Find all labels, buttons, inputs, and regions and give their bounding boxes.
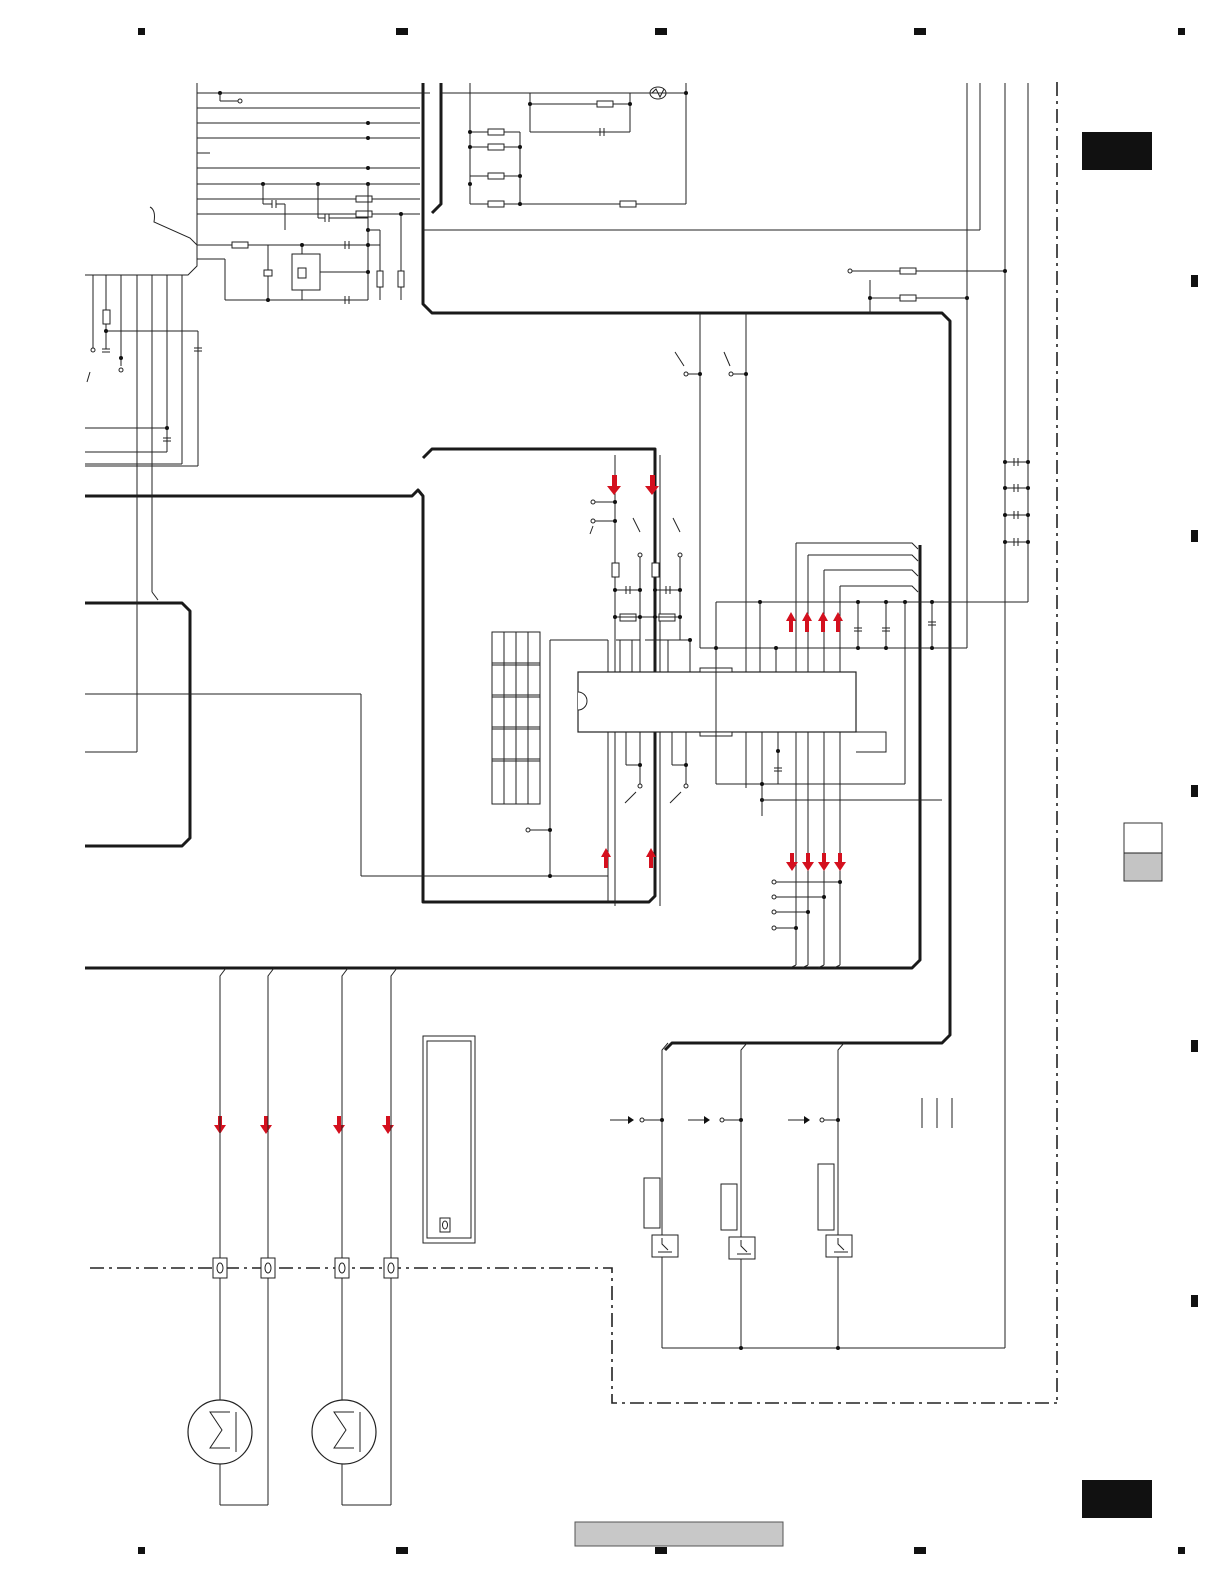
resistor-r7 xyxy=(597,101,613,107)
reg-mark-top-2 xyxy=(396,28,408,35)
arrow-pointer xyxy=(688,1116,710,1124)
reg-mark-top-3 xyxy=(655,28,667,35)
reg-mark-bottom-4 xyxy=(914,1547,926,1554)
reg-mark-right-2 xyxy=(1191,530,1198,542)
signal-arrow xyxy=(833,612,843,632)
bus-lines xyxy=(85,83,950,1050)
signal-arrow xyxy=(601,848,611,868)
reg-mark-right-1 xyxy=(1191,275,1198,287)
signal-arrow xyxy=(645,475,659,495)
reg-mark-bottom-5 xyxy=(1178,1547,1185,1554)
resistor-r13 xyxy=(900,268,916,274)
resistor-r9 xyxy=(488,144,504,150)
top-resistor-network xyxy=(441,83,688,207)
section-indicator xyxy=(1124,823,1162,881)
board-boundary xyxy=(90,82,1057,1403)
connector-left-pins xyxy=(85,83,430,275)
resistor-r16 xyxy=(652,563,659,577)
resistor-r3 xyxy=(356,211,372,217)
oscillator-section xyxy=(225,184,404,304)
switch-body xyxy=(644,1178,660,1228)
pin-table xyxy=(492,632,540,804)
ic-body xyxy=(578,672,856,732)
resistor-r6 xyxy=(103,310,110,324)
reg-mark-top-1 xyxy=(138,28,145,35)
switch-contact xyxy=(826,1235,852,1257)
switch-contact xyxy=(729,1237,755,1259)
signal-arrow xyxy=(607,475,621,495)
reg-mark-right-4 xyxy=(1191,1040,1198,1052)
signal-arrow xyxy=(834,853,846,871)
resistor-r2 xyxy=(356,196,372,202)
signal-arrow xyxy=(802,612,812,632)
signal-arrow xyxy=(260,1116,272,1134)
signal-arrow xyxy=(818,853,830,871)
resistor-r11 xyxy=(488,201,504,207)
lower-right-tab xyxy=(1082,1480,1152,1518)
switch-body xyxy=(721,1184,737,1230)
resistor-r5 xyxy=(398,271,404,287)
crystal-x1 xyxy=(264,270,272,276)
signal-arrow xyxy=(382,1116,394,1134)
switch-body xyxy=(818,1164,834,1230)
resistor-r14 xyxy=(900,295,916,301)
signal-arrow xyxy=(802,853,814,871)
signal-arrow xyxy=(818,612,828,632)
left-signal-lines xyxy=(85,275,202,752)
resistor-r10 xyxy=(488,173,504,179)
resistor-r12 xyxy=(620,201,636,207)
arrow-pointer xyxy=(788,1116,810,1124)
motor-m2 xyxy=(312,1400,376,1464)
reg-mark-top-5 xyxy=(1178,28,1185,35)
reg-mark-right-5 xyxy=(1191,1295,1198,1307)
signal-arrow xyxy=(333,1116,345,1134)
label-frame xyxy=(423,1036,475,1243)
reg-mark-bottom-1 xyxy=(138,1547,145,1554)
resistor-r15 xyxy=(612,563,619,577)
switch-section xyxy=(610,1043,1005,1350)
reg-mark-right-3 xyxy=(1191,785,1198,797)
page-footer-bar xyxy=(575,1522,783,1546)
arrow-pointer xyxy=(610,1116,634,1124)
resistor-r1 xyxy=(232,242,248,248)
signal-arrow xyxy=(786,612,796,632)
motor-section xyxy=(188,968,398,1505)
terminal-fan xyxy=(772,880,842,968)
reg-mark-top-4 xyxy=(914,28,926,35)
reg-mark-bottom-2 xyxy=(396,1547,408,1554)
motor-m1 xyxy=(188,1400,252,1464)
resistor-r4 xyxy=(377,271,383,287)
switch-contact xyxy=(652,1235,678,1257)
upper-right-tab xyxy=(1082,132,1152,170)
reg-mark-bottom-3 xyxy=(655,1547,667,1554)
resistor-r8 xyxy=(488,129,504,135)
